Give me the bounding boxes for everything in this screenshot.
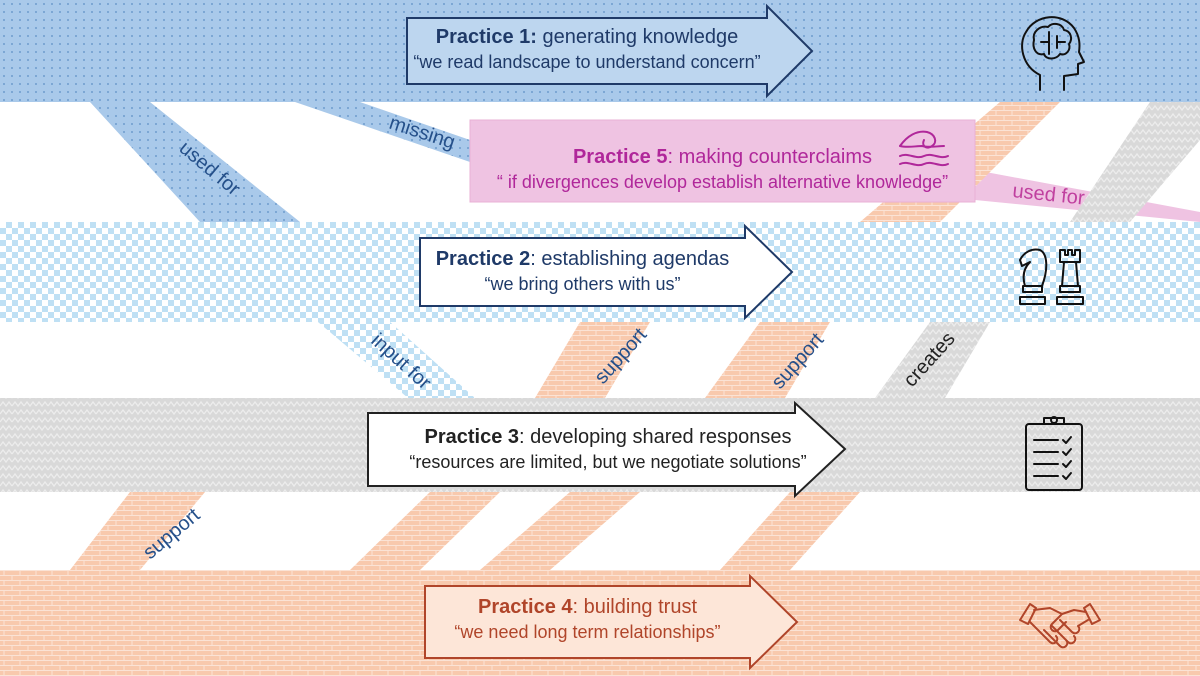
connector-used-for-p1 <box>90 102 300 222</box>
practice-5-text: Practice 5: making counterclaims “ if di… <box>470 144 975 194</box>
handshake-icon <box>1019 603 1101 649</box>
practice-4-text: Practice 4: building trust “we need long… <box>425 594 750 644</box>
arrow-practice-3 <box>367 400 847 499</box>
practice-1-text: Practice 1: generating knowledge “we rea… <box>407 24 767 74</box>
connector-missing <box>295 102 470 162</box>
connector-support-c <box>70 492 205 570</box>
label-missing: missing <box>386 112 457 154</box>
chess-pieces-icon <box>1019 248 1084 305</box>
practice-1-title: Practice 1: generating knowledge <box>435 26 739 48</box>
connector-p4-to-p3-b <box>480 492 640 570</box>
practice-2-title: Practice 2: establishing agendas <box>435 248 730 270</box>
practice-3-quote: “resources are limited, but we negotiate… <box>409 452 807 472</box>
arrow-practice-1 <box>406 3 814 99</box>
label-used-for-p5: used for <box>1011 180 1086 209</box>
practice-2-quote: “we bring others with us” <box>484 274 681 294</box>
connector-creates <box>875 322 990 398</box>
connector-input-for <box>318 322 475 398</box>
practice-4-title: Practice 4: building trust <box>477 596 698 618</box>
practice-3-title: Practice 3: developing shared responses <box>424 426 792 448</box>
connector-support-b <box>705 322 830 398</box>
box-practice-5 <box>469 119 976 203</box>
practice-5-title: Practice 5: making counterclaims <box>572 146 873 168</box>
connector-p4-to-p3-c <box>720 492 860 570</box>
arrow-practice-4 <box>424 573 799 671</box>
practice-5-quote: “ if divergences develop establish alter… <box>496 172 949 192</box>
connector-p3-to-p5 <box>1070 102 1200 222</box>
connector-p4-to-p3-a <box>350 492 500 570</box>
connector-support-a <box>535 322 650 398</box>
wave-icon <box>899 130 949 167</box>
brain-head-icon <box>1021 16 1085 91</box>
arrow-practice-2 <box>419 223 794 321</box>
practice-2-text: Practice 2: establishing agendas “we bri… <box>420 246 745 296</box>
practice-1-quote: “we read landscape to understand concern… <box>413 52 761 72</box>
clipboard-checklist-icon <box>1025 416 1083 491</box>
practice-4-quote: “we need long term relationships” <box>454 622 721 642</box>
practice-3-text: Practice 3: developing shared responses … <box>368 424 848 474</box>
